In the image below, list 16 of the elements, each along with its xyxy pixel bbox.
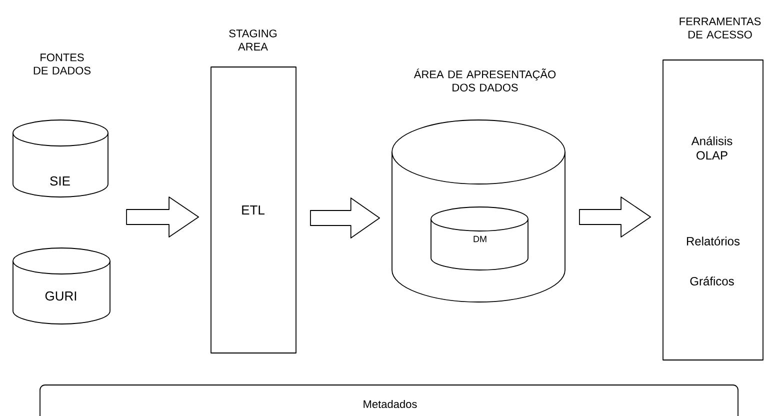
process-box: STAGING AREA ETL xyxy=(210,30,296,354)
node-label: DM xyxy=(474,236,486,242)
block-arrow xyxy=(579,196,651,238)
block-arrow xyxy=(126,196,199,238)
process-box: FERRAMENTAS DE ACESSO Análisis OLAP Relatórios Gráficos xyxy=(662,18,764,360)
database-cylinder: DM xyxy=(430,206,528,270)
section-heading: FONTES DE DADOS xyxy=(34,54,91,74)
node-label: SIE xyxy=(50,176,70,186)
database-cylinder: SIE xyxy=(12,120,108,198)
database-cylinder: GURI xyxy=(12,248,110,324)
node-label: FERRAMENTAS DE ACESSO xyxy=(680,18,761,38)
node-label: ÁREA DE APRESENTAÇÃO DOS DADOS xyxy=(414,68,556,92)
node-label: STAGING AREA xyxy=(229,30,277,50)
node-label: GURI xyxy=(45,291,76,301)
metadata-bar: Metadados xyxy=(40,384,738,416)
block-arrow xyxy=(310,198,380,238)
